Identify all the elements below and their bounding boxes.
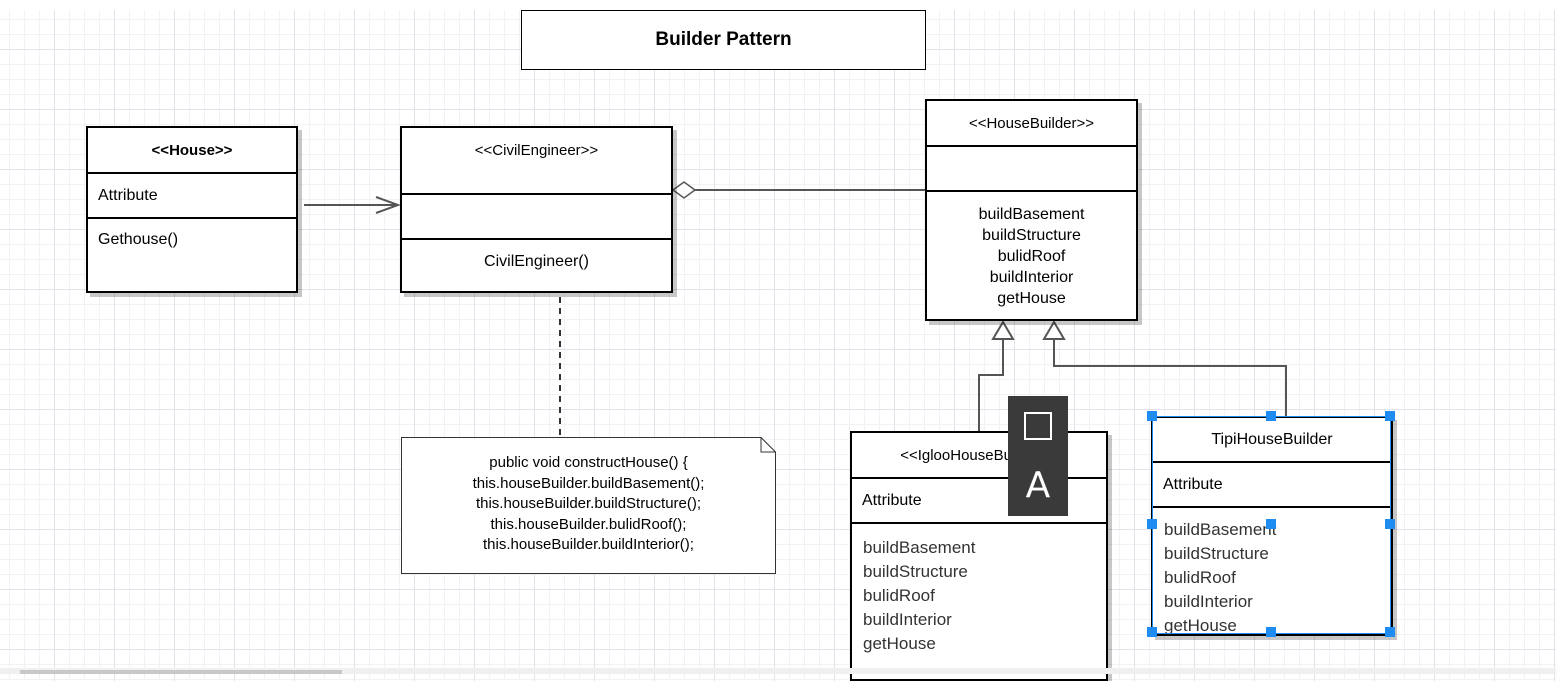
igloo-inheritance-triangle	[991, 320, 1015, 340]
method-item: buildBasement	[1164, 520, 1277, 539]
resize-handle-center[interactable]	[1266, 519, 1276, 529]
resize-handle-bottom[interactable]	[1266, 627, 1276, 637]
method-item: getHouse	[863, 634, 936, 653]
class-civil-engineer[interactable]: <<CivilEngineer>> CivilEngineer()	[400, 126, 673, 293]
open-arrow-head	[375, 196, 401, 214]
resize-handle-top-right[interactable]	[1385, 411, 1395, 421]
method-item: buildInterior	[863, 610, 952, 629]
class-tipi-house-builder-attributes: Attribute	[1153, 463, 1391, 508]
method-item: bulidRoof	[863, 586, 935, 605]
note-shape	[401, 437, 776, 574]
diagram-title-box[interactable]: Builder Pattern	[521, 10, 926, 70]
method-item: buildStructure	[1164, 544, 1269, 563]
tipi-inheritance-triangle	[1042, 320, 1066, 340]
class-igloo-house-builder-attributes: Attribute	[852, 479, 1106, 524]
text-tool-button[interactable]: A	[1008, 456, 1068, 516]
resize-handle-bottom-right[interactable]	[1385, 627, 1395, 637]
horizontal-scrollbar[interactable]	[0, 668, 1556, 674]
note-line: this.houseBuilder.buildStructure();	[475, 495, 702, 512]
resize-handle-top[interactable]	[1266, 411, 1276, 421]
note-text: public void constructHouse() { this.hous…	[401, 453, 776, 556]
class-igloo-house-builder-methods: buildBasement buildStructure bulidRoof b…	[852, 524, 1106, 656]
method-item: buildBasement	[863, 538, 976, 557]
aggregation-diamond	[671, 181, 697, 199]
class-house-builder-name: <<HouseBuilder>>	[927, 101, 1136, 147]
class-house-builder-methods: buildBasement buildStructure bulidRoof b…	[927, 192, 1136, 309]
class-tipi-house-builder-methods: buildBasement buildStructure bulidRoof b…	[1153, 508, 1391, 638]
scrollbar-thumb[interactable]	[20, 670, 342, 674]
resize-handle-right[interactable]	[1385, 519, 1395, 529]
note-line: this.houseBuilder.buildBasement();	[472, 474, 705, 492]
resize-handle-top-left[interactable]	[1147, 411, 1157, 421]
method-item: buildInterior	[1164, 592, 1253, 611]
class-civil-engineer-name: <<CivilEngineer>>	[402, 128, 671, 195]
resize-handle-bottom-left[interactable]	[1147, 627, 1157, 637]
note-line: this.houseBuilder.buildInterior();	[483, 536, 694, 553]
class-house-methods: Gethouse()	[98, 231, 179, 248]
class-house[interactable]: <<House>> Attribute Gethouse()	[86, 126, 298, 293]
class-igloo-house-builder[interactable]: <<IglooHouseBuilder>> Attribute buildBas…	[850, 431, 1108, 681]
diagram-title: Builder Pattern	[655, 29, 792, 50]
class-house-builder-attributes	[927, 147, 1136, 192]
text-tool-label: A	[1025, 465, 1051, 506]
floating-toolbar: A	[1008, 396, 1068, 516]
resize-handle-left[interactable]	[1147, 519, 1157, 529]
class-civil-engineer-attributes	[402, 195, 671, 240]
code-note[interactable]: public void constructHouse() { this.hous…	[401, 437, 776, 574]
igloo-generalization-line[interactable]	[978, 339, 1004, 432]
method-item: getHouse	[997, 290, 1066, 307]
shape-tool-button[interactable]	[1008, 396, 1068, 456]
note-line: public void constructHouse() {	[489, 454, 688, 471]
class-house-attributes: Attribute	[88, 174, 296, 219]
class-tipi-house-builder-name: TipiHouseBuilder	[1153, 418, 1391, 463]
class-civil-engineer-methods: CivilEngineer()	[484, 253, 589, 270]
note-line: this.houseBuilder.bulidRoof();	[490, 515, 687, 533]
method-item: buildStructure	[863, 562, 968, 581]
method-item: getHouse	[1164, 616, 1237, 635]
method-item: buildInterior	[989, 269, 1074, 286]
canvas-top-band	[0, 0, 1556, 10]
method-item: buildStructure	[982, 227, 1081, 244]
method-item: bulidRoof	[997, 248, 1066, 265]
class-house-name: <<House>>	[88, 128, 296, 174]
class-house-builder[interactable]: <<HouseBuilder>> buildBasement buildStru…	[925, 99, 1138, 321]
tipi-generalization-line[interactable]	[1053, 339, 1287, 417]
square-icon	[1024, 412, 1052, 440]
method-item: bulidRoof	[1164, 568, 1236, 587]
method-item: buildBasement	[978, 206, 1085, 223]
